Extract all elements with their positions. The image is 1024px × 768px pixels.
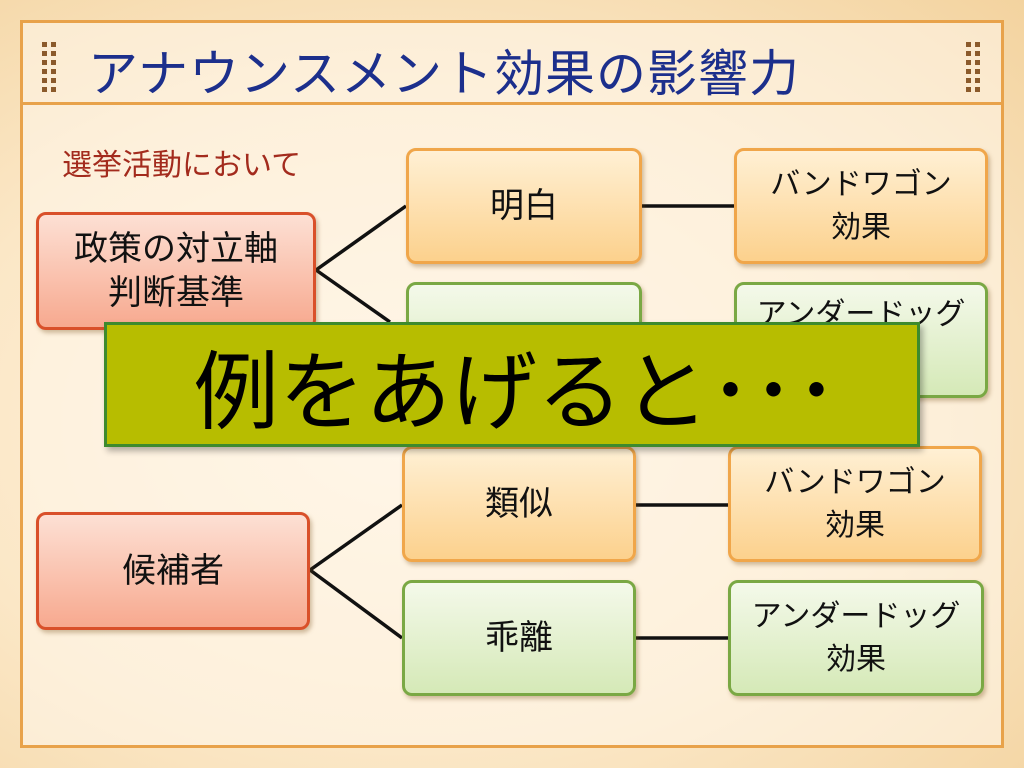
- example-callout-banner: 例をあげると･･･: [104, 322, 920, 447]
- effect-name: バンドワゴン: [764, 464, 946, 500]
- connector-line: [314, 268, 392, 324]
- effect-name: バンドワゴン: [770, 166, 952, 202]
- effect-suffix: 効果: [825, 508, 885, 543]
- slide-title: アナウンスメント効果の影響力: [88, 45, 800, 103]
- root-node-policy: 政策の対立軸 判断基準: [36, 212, 316, 330]
- branch-node-divergent: 乖離: [402, 580, 636, 696]
- effect-suffix: 効果: [826, 642, 886, 677]
- effect-name: アンダードッグ: [751, 598, 961, 634]
- effect-node-underdog: アンダードッグ 効果: [728, 580, 984, 696]
- slide-subtitle: 選挙活動において: [62, 148, 302, 183]
- branch-node-similar: 類似: [402, 446, 636, 562]
- connector-line: [308, 568, 404, 640]
- connector-line: [308, 503, 404, 572]
- effect-node-bandwagon: バンドワゴン 効果: [728, 446, 982, 562]
- grip-right-icon: [966, 42, 980, 92]
- connector-line: [314, 204, 408, 272]
- branch-node-clear: 明白: [406, 148, 642, 264]
- effect-suffix: 効果: [831, 210, 891, 245]
- root-node-candidate: 候補者: [36, 512, 310, 630]
- effect-node-bandwagon: バンドワゴン 効果: [734, 148, 988, 264]
- title-divider: [20, 102, 1004, 105]
- grip-left-icon: [42, 42, 56, 92]
